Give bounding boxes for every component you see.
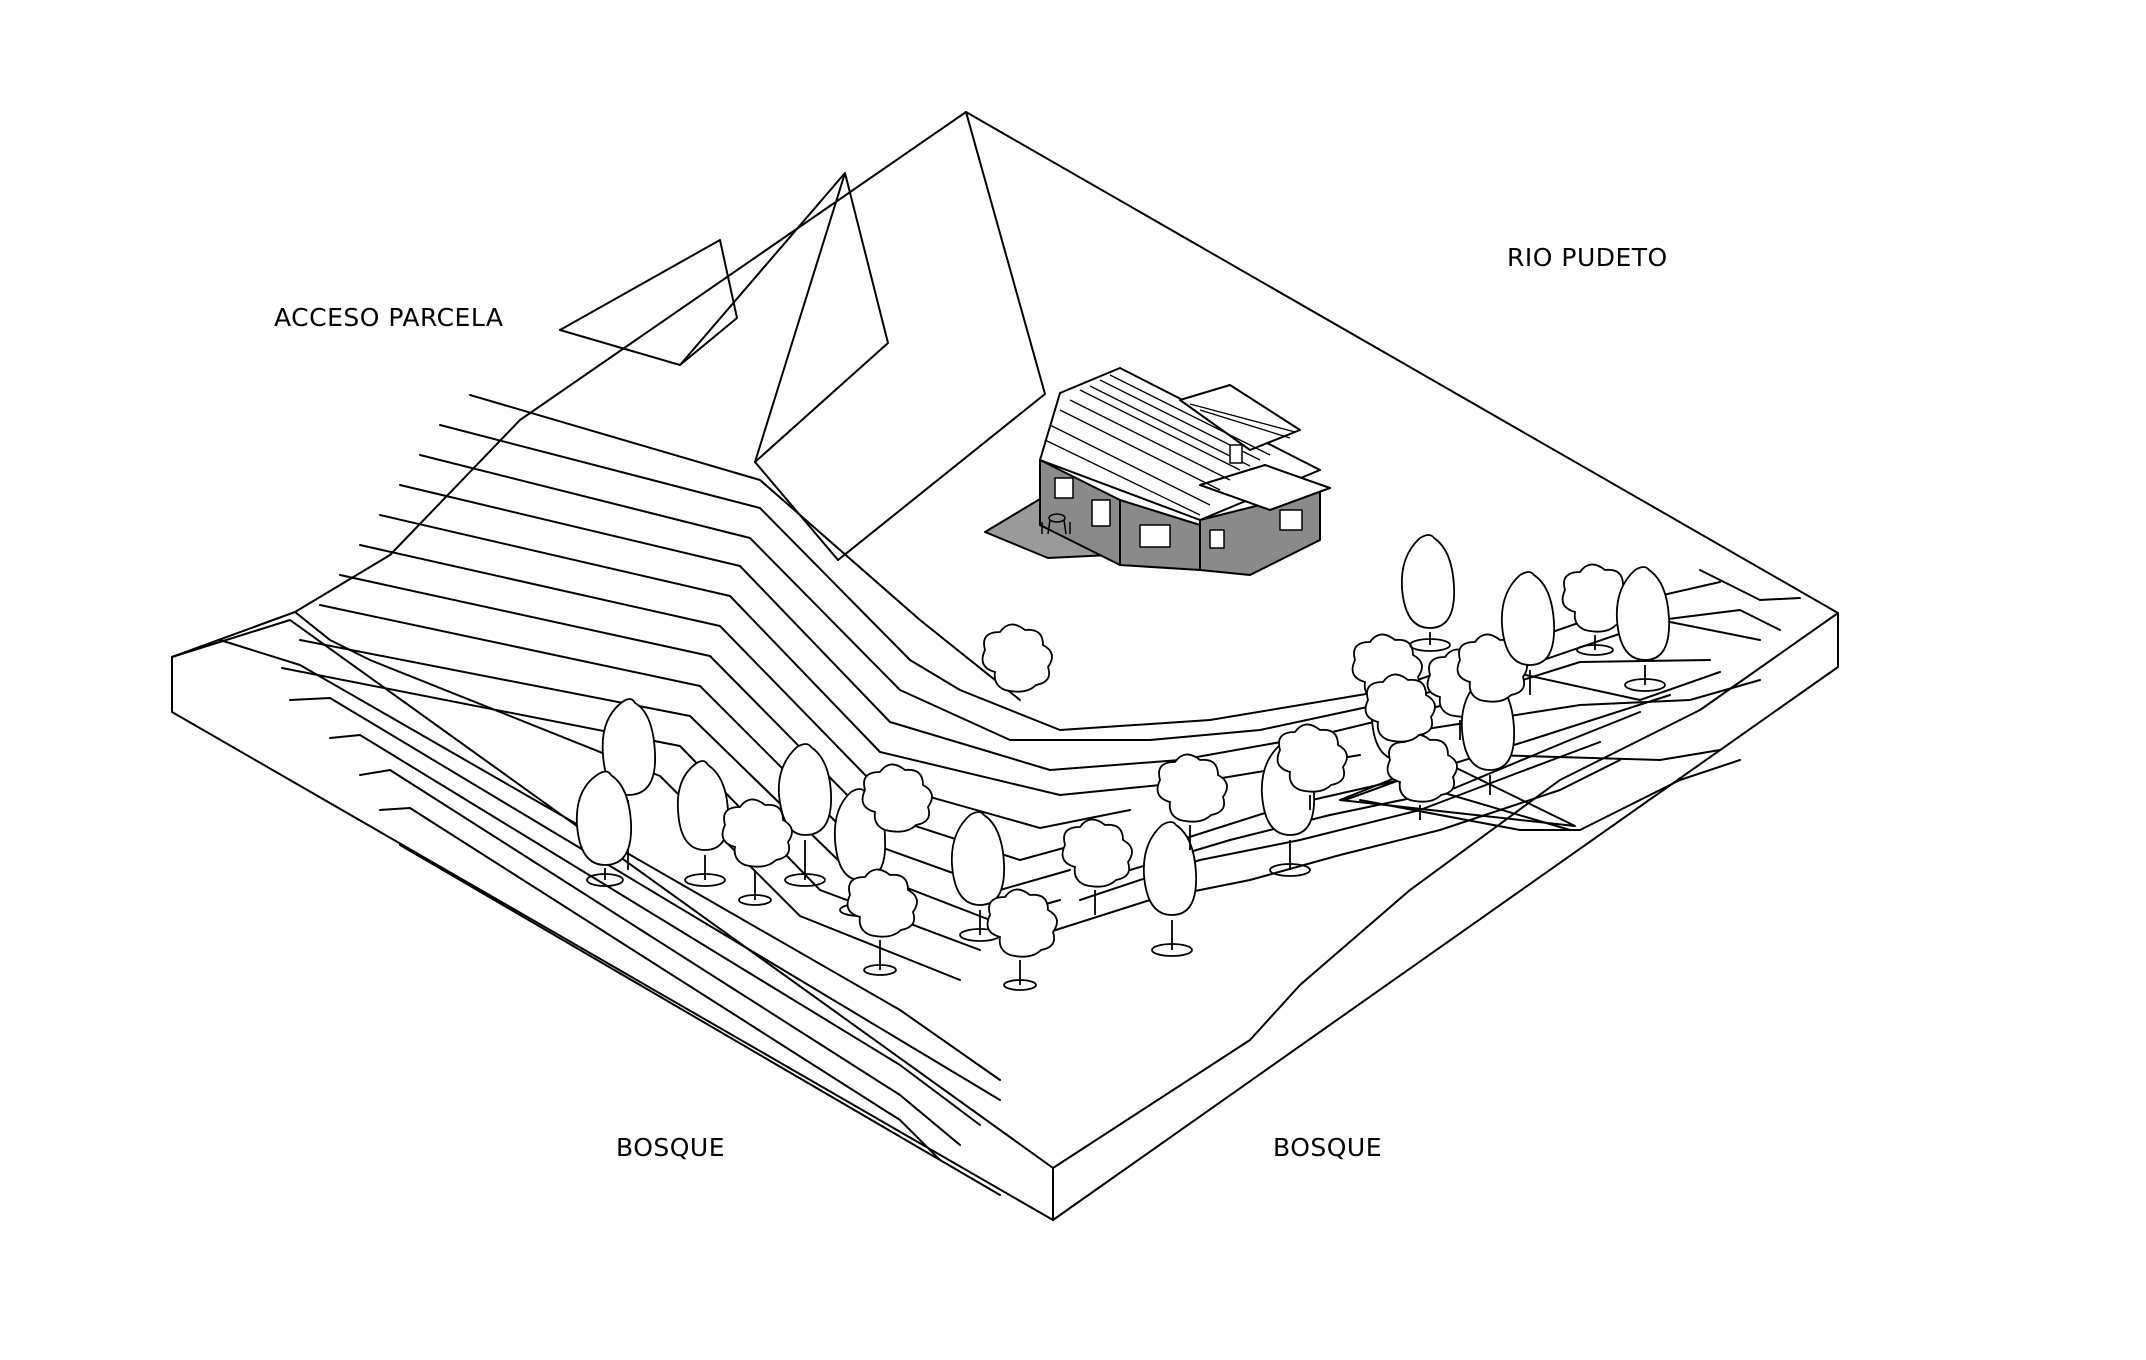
window <box>1209 529 1225 549</box>
tree <box>1156 753 1228 850</box>
roof-annex <box>1199 464 1331 511</box>
tree <box>950 811 1005 942</box>
tree <box>981 623 1053 693</box>
window <box>1139 524 1171 548</box>
forest-label-right: BOSQUE <box>1273 1133 1383 1162</box>
tree <box>1276 723 1348 810</box>
tree <box>575 770 632 887</box>
tree <box>1500 571 1555 695</box>
tree <box>1142 821 1197 957</box>
outdoor-table-icon <box>1041 513 1071 535</box>
access-label: ACCESO PARCELA <box>274 303 504 332</box>
house <box>984 367 1331 576</box>
trees <box>575 534 1670 991</box>
tree <box>1061 818 1133 915</box>
tree <box>676 760 730 887</box>
terrain-top-edge <box>171 111 1839 658</box>
tree <box>846 868 918 976</box>
tree <box>986 888 1058 991</box>
river-label: RIO PUDETO <box>1507 243 1668 272</box>
access-road-contour <box>559 239 738 366</box>
tree <box>777 743 832 887</box>
forest-label-left: BOSQUE <box>616 1133 726 1162</box>
tree <box>1615 566 1670 692</box>
window <box>1091 499 1111 527</box>
tree <box>721 798 793 906</box>
tree <box>861 763 933 833</box>
window <box>1279 509 1303 531</box>
tree <box>1400 534 1455 652</box>
tree <box>1364 673 1436 743</box>
tree <box>1386 733 1458 820</box>
window <box>1054 477 1074 499</box>
window <box>1229 444 1243 464</box>
